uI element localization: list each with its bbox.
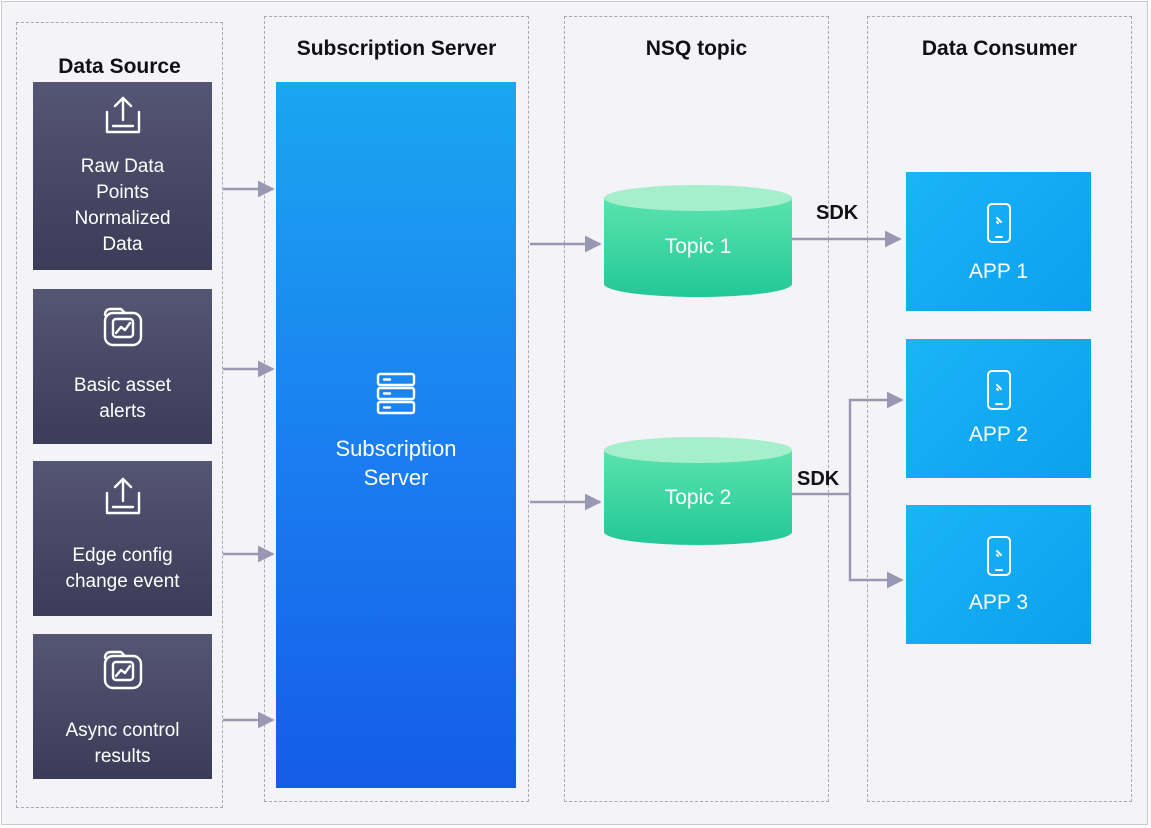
- app-card-1: APP 1: [906, 172, 1091, 311]
- server-stack-icon: [276, 372, 516, 416]
- lane-title-subscription-server: Subscription Server: [296, 37, 497, 60]
- arrow-topic-2-to-app-2: [848, 391, 904, 494]
- upload-tray-icon: [33, 90, 212, 138]
- app-label: APP 3: [968, 591, 1029, 614]
- topic-1-cylinder: [604, 185, 792, 297]
- lane-title-data-consumer: Data Consumer: [921, 37, 1078, 60]
- sdk-label-2: SDK: [797, 468, 840, 490]
- source-label: Async control results: [65, 720, 180, 767]
- source-card-raw-data: Raw Data Points Normalized Data: [33, 82, 212, 270]
- source-label: Basic asset alerts: [73, 375, 172, 422]
- subscription-server-block: Subscription Server: [276, 82, 516, 788]
- chart-folder-icon: [33, 646, 212, 694]
- source-card-basic-asset-alerts: Basic asset alerts: [33, 289, 212, 444]
- app-label: APP 2: [968, 423, 1029, 446]
- topic-2-cylinder: [604, 437, 792, 545]
- app-label: APP 1: [968, 260, 1029, 283]
- app-card-2: APP 2: [906, 339, 1091, 478]
- smartphone-icon: [906, 369, 1091, 411]
- lane-nsq-topic: NSQ topic: [564, 16, 829, 802]
- upload-tray-icon: [33, 471, 212, 519]
- smartphone-icon: [906, 535, 1091, 577]
- source-card-async-control: Async control results: [33, 634, 212, 779]
- smartphone-icon: [906, 202, 1091, 244]
- chart-folder-icon: [33, 303, 212, 351]
- source-label: Raw Data Points Normalized Data: [74, 156, 171, 255]
- source-label: Edge config change event: [65, 545, 180, 592]
- topic-1-label: Topic 1: [664, 235, 732, 258]
- source-card-edge-config: Edge config change event: [33, 461, 212, 616]
- lane-title-data-source: Data Source: [58, 55, 181, 78]
- arrow-topic-2-to-app-3: [848, 494, 904, 589]
- topic-2-label: Topic 2: [664, 486, 732, 509]
- app-card-3: APP 3: [906, 505, 1091, 644]
- sdk-label-1: SDK: [816, 202, 859, 224]
- lane-title-nsq-topic: NSQ topic: [645, 37, 748, 60]
- server-label: Subscription Server: [335, 436, 457, 490]
